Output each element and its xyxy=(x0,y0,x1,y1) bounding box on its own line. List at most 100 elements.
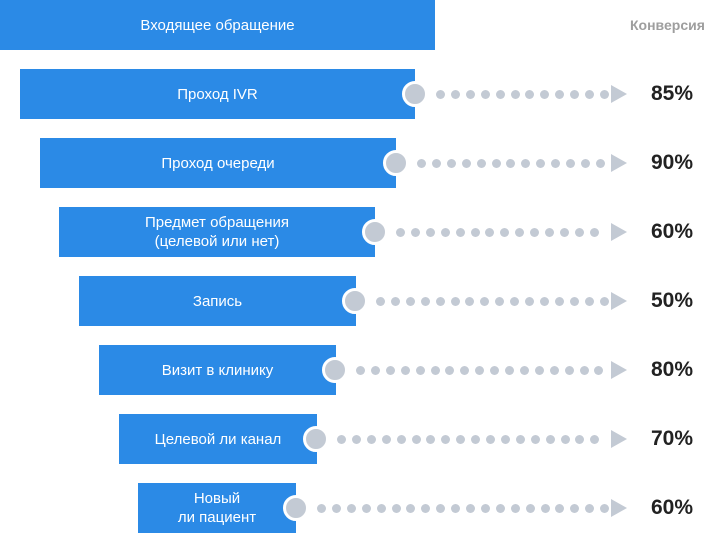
connector-dot xyxy=(376,503,386,513)
connector-dot xyxy=(515,434,525,444)
connector-dot xyxy=(405,296,415,306)
arrow-right-icon xyxy=(611,361,627,379)
connector-dot xyxy=(545,227,554,237)
connector-dot xyxy=(485,227,495,237)
conversion-percent: 85% xyxy=(650,82,693,105)
connector-dot xyxy=(436,89,445,99)
connector-dot xyxy=(456,434,466,444)
connector-dot xyxy=(346,503,356,513)
connector-dot xyxy=(331,503,341,513)
connector-dot xyxy=(396,434,406,444)
connector-dot xyxy=(495,296,505,306)
connector-dot xyxy=(525,89,535,99)
connector-dot xyxy=(390,296,400,306)
connector-dot xyxy=(594,365,604,375)
connector-dot xyxy=(450,89,460,99)
connector-dot xyxy=(411,434,421,444)
funnel-stage-label: Визит в клинику xyxy=(161,361,274,379)
arrow-right-icon xyxy=(611,223,627,241)
connector-dot xyxy=(430,365,440,375)
funnel-stage-label: Предмет обращения (целевой или нет) xyxy=(144,214,289,250)
connector-dot xyxy=(536,158,546,168)
connector-dot xyxy=(570,89,580,99)
connector-dot xyxy=(521,158,531,168)
connector-node-icon xyxy=(283,495,309,521)
connector-dot xyxy=(525,503,535,513)
connector-dot xyxy=(566,158,575,168)
connector-dot xyxy=(370,365,380,375)
conversion-percent: 70% xyxy=(650,427,693,450)
connector-node-icon xyxy=(362,219,388,245)
connector-dot xyxy=(585,89,594,99)
connector-node-icon xyxy=(383,150,409,176)
connector-dot xyxy=(451,503,461,513)
connector-dot xyxy=(585,503,595,513)
connector-dot xyxy=(470,227,480,237)
connector-dot xyxy=(540,89,550,99)
connector-dot xyxy=(406,503,416,513)
funnel-header-bar: Входящее обращение xyxy=(0,0,435,50)
connector-dot xyxy=(540,503,550,513)
connector-dot xyxy=(450,296,460,306)
connector-dot xyxy=(461,158,471,168)
connector-dot xyxy=(460,365,470,375)
connector-dot xyxy=(431,158,441,168)
funnel-stage-label: Запись xyxy=(192,292,243,310)
connector-dot xyxy=(446,158,456,168)
connector-dot xyxy=(491,158,501,168)
funnel-stage-bar: Проход очереди xyxy=(40,138,396,188)
arrow-right-icon xyxy=(611,292,627,310)
connector-dot xyxy=(466,503,475,513)
connector-dot xyxy=(486,434,495,444)
conversion-percent: 60% xyxy=(650,496,693,519)
connector-dot xyxy=(584,296,594,306)
connector-dot xyxy=(530,434,540,444)
connector-dot xyxy=(560,434,570,444)
connector-dot xyxy=(519,365,529,375)
connector-dot xyxy=(580,158,590,168)
connector-dot xyxy=(480,89,490,99)
connector-dot xyxy=(575,434,585,444)
connector-dot xyxy=(490,365,500,375)
connector-dot xyxy=(534,365,544,375)
connector-dot xyxy=(445,365,455,375)
connector-dot xyxy=(570,503,580,513)
connector-dot xyxy=(356,365,365,375)
connector-dot xyxy=(539,296,549,306)
connector-dot xyxy=(549,365,559,375)
connector-dot xyxy=(400,365,410,375)
connector-dot xyxy=(495,503,505,513)
connector-node-icon xyxy=(342,288,368,314)
connector-dot xyxy=(599,89,609,99)
connector-dot xyxy=(551,158,561,168)
funnel-stage-bar: Новый ли пациент xyxy=(138,483,296,533)
connector-dot xyxy=(554,296,564,306)
funnel-stage-bar: Визит в клинику xyxy=(99,345,336,395)
connector-dot xyxy=(421,503,431,513)
connector-dot xyxy=(471,434,481,444)
connector-dot xyxy=(510,296,520,306)
connector-dot xyxy=(480,296,490,306)
connector-dot xyxy=(574,227,584,237)
connector-dot xyxy=(391,503,401,513)
funnel-stage-bar: Предмет обращения (целевой или нет) xyxy=(59,207,375,257)
connector-dot xyxy=(376,296,385,306)
connector-node-icon xyxy=(322,357,348,383)
conversion-percent: 50% xyxy=(650,289,693,312)
connector-dot xyxy=(455,227,465,237)
connector-node-icon xyxy=(402,81,428,107)
connector-dot xyxy=(500,227,510,237)
connector-dot xyxy=(515,227,525,237)
connector-dot xyxy=(475,365,485,375)
connector-dot xyxy=(480,503,490,513)
conversion-percent: 80% xyxy=(650,358,693,381)
funnel-stage-label: Проход IVR xyxy=(177,85,258,103)
connector-dot xyxy=(555,89,565,99)
connector-dot xyxy=(555,503,565,513)
connector-dot xyxy=(590,434,600,444)
connector-dot xyxy=(385,365,395,375)
connector-dot xyxy=(530,227,540,237)
connector-dot xyxy=(505,365,514,375)
arrow-right-icon xyxy=(611,85,627,103)
